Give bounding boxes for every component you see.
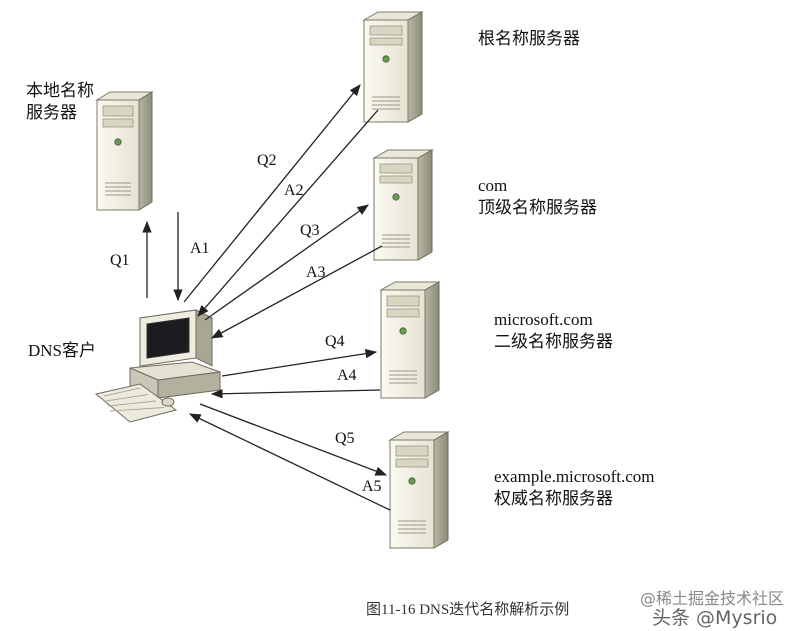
dns-client-computer <box>94 309 221 423</box>
label-a1: A1 <box>190 240 210 257</box>
microsoft-second-level-server <box>379 281 441 399</box>
arrow-a5 <box>188 413 391 511</box>
watermark-community: @稀土掘金技术社区 <box>640 589 785 608</box>
dns-client-label: DNS客户 <box>28 341 97 360</box>
label-a2: A2 <box>284 182 304 199</box>
root-name-server <box>362 11 424 123</box>
com-tld-name-server <box>372 149 434 261</box>
figure-caption: 图11-16 DNS迭代名称解析示例 <box>366 602 570 618</box>
arrow-q2 <box>183 84 361 303</box>
example-authoritative-server <box>388 431 450 549</box>
root-server-label: 根名称服务器 <box>478 29 580 48</box>
label-q3: Q3 <box>300 222 320 239</box>
local-server-label: 本地名称服务器 <box>26 81 94 122</box>
local-name-server <box>95 91 154 211</box>
arrow-a3 <box>210 245 383 339</box>
arrow-q4 <box>221 348 378 377</box>
arrow-q3 <box>204 204 369 321</box>
label-q2: Q2 <box>257 152 277 169</box>
label-a4: A4 <box>337 367 357 384</box>
watermark-author: 头条 @Mysrio <box>652 607 778 629</box>
label-q5: Q5 <box>335 430 355 447</box>
label-q1: Q1 <box>110 252 130 269</box>
arrow-q5 <box>199 403 388 476</box>
label-q4: Q4 <box>325 333 345 350</box>
label-a3: A3 <box>306 264 326 281</box>
arrow-a4 <box>210 389 381 399</box>
label-a5: A5 <box>362 478 382 495</box>
arrow-a2 <box>197 109 379 317</box>
